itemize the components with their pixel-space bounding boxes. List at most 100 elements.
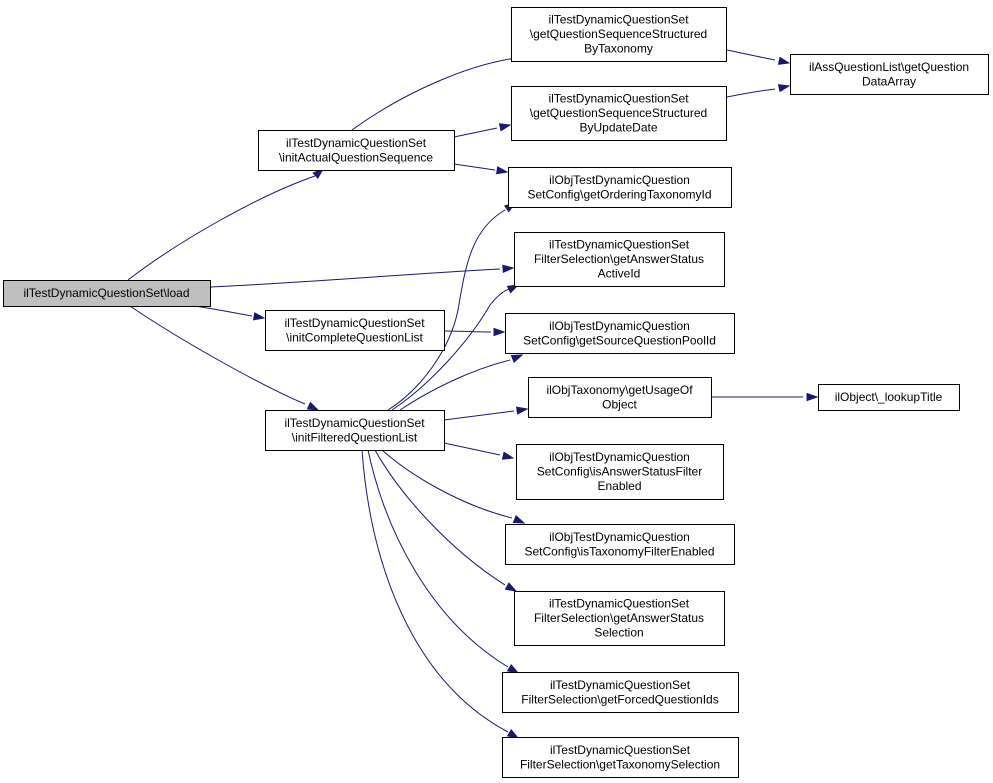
node-ansActive[interactable]: ilTestDynamicQuestionSetFilterSelection\…	[514, 232, 725, 287]
node-box	[528, 377, 712, 418]
node-label-line: ilTestDynamicQuestionSet	[284, 416, 425, 430]
node-label-line: ilTestDynamicQuestionSet	[548, 13, 689, 27]
node-initComplete[interactable]: ilTestDynamicQuestionSet\initCompleteQue…	[265, 310, 445, 351]
node-box	[818, 384, 960, 411]
edge-seqTax-to-assList	[726, 49, 791, 65]
edge-line	[351, 56, 526, 131]
node-seqTax[interactable]: ilTestDynamicQuestionSet\getQuestionSequ…	[511, 7, 727, 62]
node-label-line: SetConfig\isAnswerStatusFilter	[537, 465, 702, 479]
arrow-head-icon	[306, 401, 320, 411]
node-label-line: \getQuestionSequenceStructured	[530, 27, 707, 41]
arrow-head-icon	[510, 354, 524, 363]
arrow-head-icon	[777, 56, 791, 65]
node-lookup[interactable]: ilObject\_lookupTitle	[818, 384, 960, 411]
arrow-head-icon	[806, 392, 819, 402]
node-label-line: ilTestDynamicQuestionSet	[286, 136, 427, 150]
edge-line	[443, 410, 515, 421]
node-label-line: ilTestDynamicQuestionSet	[549, 597, 690, 611]
node-label-line: FilterSelection\getForcedQuestionIds	[521, 692, 718, 706]
edge-initActual-to-seqUpd	[453, 123, 512, 138]
node-label-line: ilObjTestDynamicQuestion	[549, 530, 690, 544]
node-box	[508, 167, 732, 208]
edge-initFiltered-to-taxFilt	[381, 449, 526, 524]
node-label-line: DataArray	[862, 74, 916, 88]
node-label-line: ilTestDynamicQuestionSet	[284, 316, 425, 330]
node-box	[265, 310, 445, 351]
node-label-line: \getQuestionSequenceStructured	[530, 106, 707, 120]
node-box	[790, 54, 989, 95]
edge-line	[367, 449, 509, 668]
nodes-layer: ilTestDynamicQuestionSet\load ilTestDynam…	[3, 7, 989, 778]
edge-usage-to-lookup	[711, 392, 819, 402]
node-box	[511, 86, 727, 141]
node-box	[514, 232, 725, 287]
arrow-head-icon	[512, 515, 526, 524]
edge-root-to-ansActive	[210, 264, 515, 288]
node-seqUpd[interactable]: ilTestDynamicQuestionSet\getQuestionSequ…	[511, 86, 727, 141]
node-srcPool[interactable]: ilObjTestDynamicQuestionSetConfig\getSou…	[505, 313, 735, 354]
edge-line	[381, 449, 513, 519]
node-initFiltered[interactable]: ilTestDynamicQuestionSet\initFilteredQue…	[265, 410, 445, 451]
node-label-line: ilTestDynamicQuestionSet	[550, 743, 691, 757]
node-label-line: SetConfig\getOrderingTaxonomyId	[527, 187, 711, 201]
edge-root-to-initComplete	[194, 305, 266, 321]
node-label-line: \initActualQuestionSequence	[279, 150, 433, 164]
edge-line	[399, 359, 511, 411]
edge-seqUpd-to-assList	[726, 84, 791, 98]
node-forced[interactable]: ilTestDynamicQuestionSetFilterSelection\…	[502, 672, 739, 713]
node-label-line: FilterSelection\getAnswerStatus	[534, 252, 704, 266]
edge-initFiltered-to-ansSel	[374, 449, 518, 592]
arrow-head-icon	[506, 664, 520, 674]
arrow-head-icon	[498, 123, 512, 132]
edge-line	[210, 268, 501, 288]
edge-line	[194, 305, 253, 317]
edge-initActual-to-orderTax	[453, 163, 509, 175]
node-label-line: FilterSelection\getAnswerStatus	[534, 611, 704, 625]
arrow-head-icon	[252, 312, 266, 321]
edge-line	[127, 175, 316, 281]
node-label-line: ActiveId	[598, 267, 641, 281]
node-ansSel[interactable]: ilTestDynamicQuestionSetFilterSelection\…	[514, 591, 725, 646]
arrow-head-icon	[495, 166, 509, 175]
edge-line	[443, 442, 501, 456]
node-label-line: ilTestDynamicQuestionSet	[550, 678, 691, 692]
node-box	[3, 280, 211, 307]
edge-root-to-initActual	[127, 167, 325, 281]
edge-initFiltered-to-srcPool	[399, 354, 524, 411]
node-box	[516, 444, 724, 500]
arrow-head-icon	[501, 451, 515, 460]
node-label-line: ilObjTestDynamicQuestion	[549, 450, 690, 464]
node-box	[502, 672, 739, 713]
node-taxSel[interactable]: ilTestDynamicQuestionSetFilterSelection\…	[502, 737, 739, 778]
edge-initActual-to-seqTax	[351, 52, 540, 131]
edge-line	[453, 127, 498, 138]
edge-line	[387, 209, 506, 411]
node-label-line: ilTestDynamicQuestionSet\load	[23, 286, 189, 300]
edge-line	[443, 330, 492, 333]
node-root[interactable]: ilTestDynamicQuestionSet\load	[3, 280, 211, 307]
arrow-head-icon	[777, 84, 791, 93]
node-label-line: FilterSelection\getTaxonomySelection	[520, 757, 720, 771]
node-box	[505, 524, 735, 565]
edge-initFiltered-to-forced	[367, 449, 520, 674]
node-ansFilt[interactable]: ilObjTestDynamicQuestionSetConfig\isAnsw…	[516, 444, 724, 500]
node-box	[514, 591, 725, 646]
node-label-line: ilTestDynamicQuestionSet	[548, 92, 689, 106]
node-box	[265, 410, 445, 451]
node-taxFilt[interactable]: ilObjTestDynamicQuestionSetConfig\isTaxo…	[505, 524, 735, 565]
node-label-line: \initCompleteQuestionList	[286, 330, 423, 344]
node-label-line: ilObjTaxonomy\getUsageOf	[546, 383, 693, 397]
node-label-line: ByUpdateDate	[579, 121, 657, 135]
node-label-line: ilObject\_lookupTitle	[835, 390, 943, 404]
node-initActual[interactable]: ilTestDynamicQuestionSet\initActualQuest…	[258, 130, 455, 171]
node-box	[502, 737, 739, 778]
edge-initFiltered-to-taxSel	[361, 449, 520, 739]
node-orderTax[interactable]: ilObjTestDynamicQuestionSetConfig\getOrd…	[508, 167, 732, 208]
edge-line	[453, 163, 496, 171]
node-label-line: Enabled	[597, 479, 641, 493]
node-label-line: ilTestDynamicQuestionSet	[549, 238, 690, 252]
node-label-line: SetConfig\getSourceQuestionPoolId	[523, 333, 716, 347]
